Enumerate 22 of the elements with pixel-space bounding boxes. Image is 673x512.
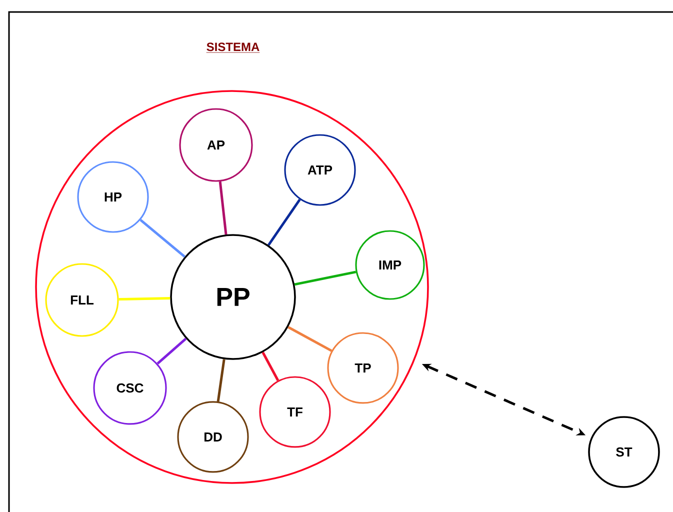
circle-node: PP [170, 234, 296, 360]
connector-line [118, 296, 170, 300]
circle-node: TP [327, 332, 399, 404]
connector-line [288, 326, 332, 352]
connector-line [156, 338, 187, 365]
connector-line [294, 270, 356, 286]
connector-line [216, 359, 226, 402]
system-circle [35, 90, 429, 484]
connector-line [268, 198, 301, 246]
circle-node: IMP [355, 230, 425, 300]
connector-line [262, 352, 280, 382]
title: SISTEMA [206, 42, 260, 53]
connector-line [140, 218, 186, 258]
circle-node: FLL [45, 263, 119, 337]
connector-line [218, 181, 228, 235]
circle-node: ST [588, 416, 660, 488]
circle-node: CSC [93, 351, 167, 425]
circle-node: DD [177, 401, 249, 473]
circle-node: AP [179, 108, 253, 182]
circle-node: ATP [284, 134, 356, 206]
circle-node: HP [77, 161, 149, 233]
circle-node: TF [259, 376, 331, 448]
